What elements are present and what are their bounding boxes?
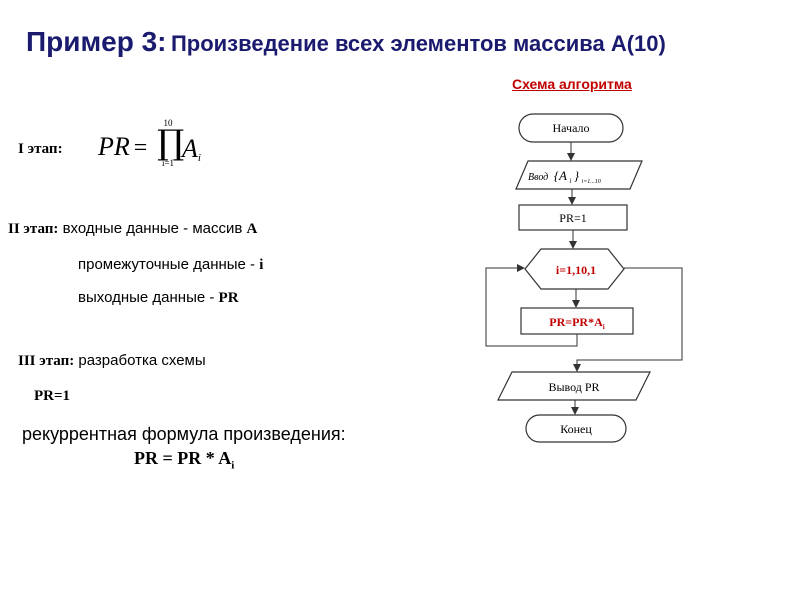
- stage1-label: I этап:: [18, 140, 63, 158]
- body-sub: i: [603, 323, 605, 331]
- start-label: Начало: [553, 121, 590, 135]
- stage2-line3-text: выходные данные -: [78, 289, 219, 306]
- stage2-line1: II этап: входные данные - массив A: [8, 220, 257, 238]
- end-terminator: [525, 414, 627, 443]
- title-lead: Пример 3:: [26, 26, 167, 57]
- input-main: Ввод: [528, 172, 548, 183]
- formula-term: Ai: [182, 134, 201, 164]
- end-label: Конец: [560, 422, 592, 436]
- loop-hexagon: [524, 248, 625, 290]
- stage3-init: PR=1: [34, 387, 70, 405]
- output-parallelogram: [497, 371, 651, 401]
- stage2-line1-text: входные данные - массив: [58, 220, 247, 237]
- stage3-init-text: PR=1: [34, 388, 71, 404]
- recur-text: рекуррентная формула произведения:: [22, 424, 346, 444]
- recur-formula: PR = PR * Ai: [134, 448, 234, 472]
- input-parallelogram: [515, 160, 643, 190]
- loop-exit-line: [573, 267, 683, 372]
- recur-formula-text: PR = PR * A: [134, 448, 232, 468]
- input-label: Ввод {A i } i=1...10: [528, 168, 601, 186]
- stage2-label: II этап:: [8, 221, 59, 237]
- loop-label: i=1,10,1: [556, 263, 596, 277]
- output-label: Вывод PR: [548, 380, 599, 394]
- input-set: {A: [554, 168, 567, 183]
- stage2-line1-bold: A: [246, 221, 258, 237]
- term-sub: i: [197, 152, 201, 165]
- input-sub: i: [569, 177, 571, 185]
- input-range: }: [574, 168, 580, 183]
- recur-formula-sub: i: [231, 459, 235, 472]
- formula-eq: =: [133, 135, 148, 161]
- input-range-sub: i=1...10: [582, 179, 601, 185]
- body-label: PR=PR*Ai: [549, 315, 605, 331]
- stage2-line2: промежуточные данные - i: [78, 256, 263, 274]
- body-text: PR=PR*A: [549, 315, 603, 329]
- product-upper: 10: [163, 118, 173, 128]
- stage3-label: III этап:: [18, 353, 75, 369]
- stage2-line3-bold: PR: [218, 290, 239, 306]
- stage3-text: разработка схемы: [74, 352, 206, 369]
- stage2-line3: выходные данные - PR: [78, 289, 239, 307]
- title-rest: Произведение всех элементов массива A(10…: [170, 31, 666, 56]
- stage1-formula: PR =: [98, 132, 147, 162]
- init-label: PR=1: [559, 211, 586, 225]
- page-title: Пример 3: Произведение всех элементов ма…: [26, 26, 666, 58]
- stage1-label-text: I этап:: [18, 141, 63, 157]
- term-a: A: [182, 134, 198, 163]
- stage2-line2-text: промежуточные данные -: [78, 256, 260, 273]
- stage2-line2-bold: i: [259, 257, 264, 273]
- product-lower: i=1: [161, 158, 175, 168]
- formula-lhs: PR: [98, 132, 130, 161]
- loop-back-line: [485, 264, 578, 347]
- body-process: [520, 307, 634, 335]
- stage3-line: III этап: разработка схемы: [18, 352, 206, 370]
- scheme-title: Схема алгоритма: [512, 76, 632, 92]
